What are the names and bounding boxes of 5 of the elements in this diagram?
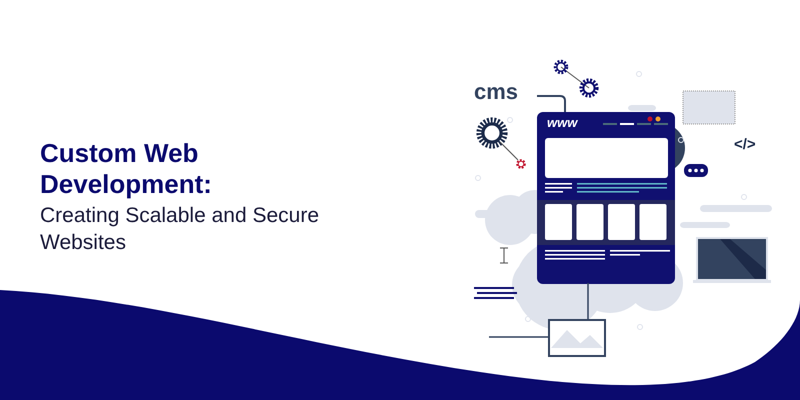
subheading: Creating Scalable and Secure Websites xyxy=(40,203,320,256)
cms-label: cms xyxy=(474,80,518,104)
heading: Custom Web Development: xyxy=(40,138,213,200)
code-tag-label: </> xyxy=(734,137,756,154)
www-label: www xyxy=(547,116,578,130)
